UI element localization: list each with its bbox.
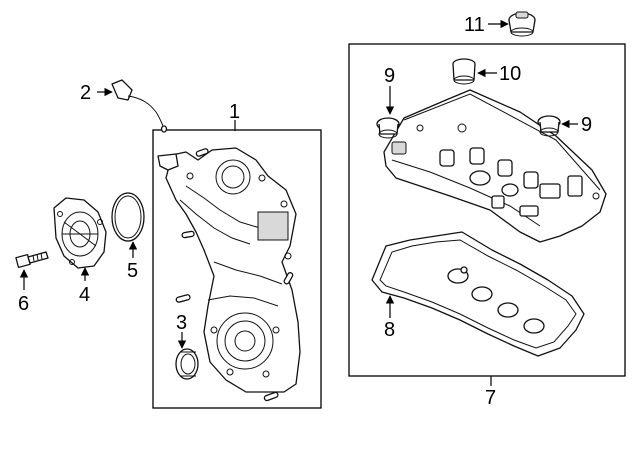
oil-filler-cap-part[interactable] xyxy=(508,11,536,37)
dowel-pins xyxy=(175,148,294,402)
timing-cover-group-frame xyxy=(152,129,322,409)
callout-10: 10 xyxy=(499,63,521,85)
callout-8: 8 xyxy=(384,319,395,341)
valve-cover-part[interactable] xyxy=(383,89,607,243)
callout-11: 11 xyxy=(464,14,485,36)
grommet-part-left[interactable] xyxy=(376,117,400,139)
grommet-part-right[interactable] xyxy=(537,115,561,137)
bolt-part[interactable] xyxy=(15,251,49,269)
callout-6: 6 xyxy=(18,293,29,315)
front-seal-part[interactable] xyxy=(175,348,199,380)
valve-cover-group-frame xyxy=(348,43,626,377)
callout-labels: 1 2 3 4 5 6 7 8 9 9 10 11 xyxy=(18,14,592,409)
leader-lines xyxy=(19,19,578,386)
o-ring-part[interactable] xyxy=(111,192,145,242)
callout-9-right: 9 xyxy=(581,114,592,136)
sensor-part[interactable] xyxy=(111,79,168,133)
callout-2: 2 xyxy=(80,82,91,104)
valve-cover-gasket-part[interactable] xyxy=(371,231,585,357)
callout-4: 4 xyxy=(79,284,90,306)
timing-cover-part[interactable] xyxy=(157,147,301,393)
callout-7: 7 xyxy=(485,387,496,409)
callout-9-left: 9 xyxy=(384,65,395,87)
callout-1: 1 xyxy=(229,101,240,123)
callout-5: 5 xyxy=(127,260,138,282)
pump-part[interactable] xyxy=(53,197,107,269)
plug-part[interactable] xyxy=(452,58,476,85)
callout-3: 3 xyxy=(176,312,187,334)
